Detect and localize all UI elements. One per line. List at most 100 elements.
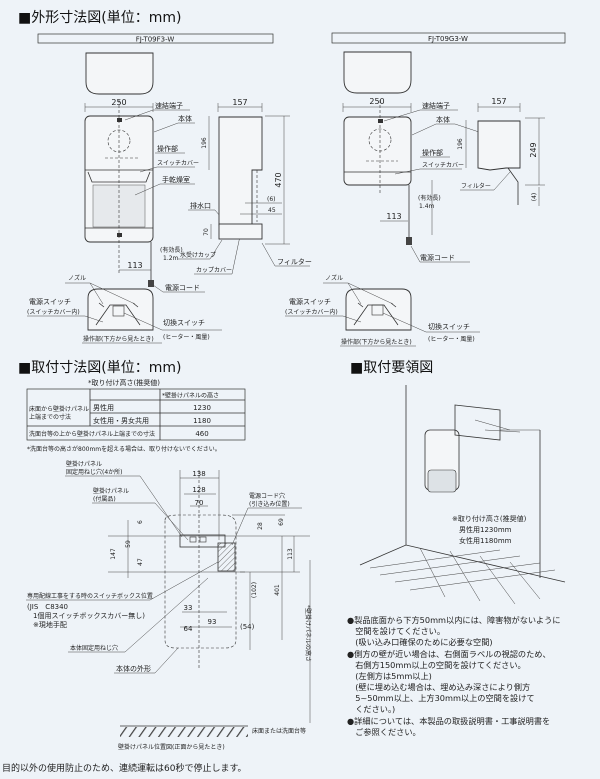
label-cord-length-value: 1.2m: [163, 255, 179, 262]
install-note-line: 5~50mm以上、上方30mm以上の空間を設けて: [347, 693, 535, 703]
label-jis-2: 1個用スイッチボックスカバー無し): [33, 611, 145, 620]
label-body: 本体: [436, 115, 450, 124]
label-switch-cover: スイッチカバー: [422, 162, 464, 169]
dim-113: 113: [127, 261, 142, 270]
dim-width: 250: [369, 97, 384, 106]
bottom-view-caption: 操作部(下方から見たとき): [83, 335, 154, 343]
install-note-line: ●側方の壁が近い場合は、右側面ラベルの視認のため、: [347, 649, 551, 659]
dim-70: 70: [203, 228, 210, 236]
dim-64: 64: [184, 625, 193, 633]
install-note-line: (左側方は5mm以上): [347, 671, 432, 681]
install-height-women: 女性用1180mm: [459, 536, 512, 545]
table-group-label: 床面から壁掛けパネル: [29, 405, 89, 413]
mounting-title: ■取付寸法図(単位：mm): [18, 360, 181, 376]
label-operation: 操作部: [422, 148, 443, 157]
label-terminal: 速結端子: [155, 101, 183, 110]
dim-33: 33: [184, 604, 193, 612]
mounting-note: *洗面台等の高さが800mmを超える場合は、取り付けないでください。: [27, 445, 221, 453]
label-panel-height: *壁掛けパネルの高さ: [304, 605, 312, 662]
label-cord-hole-2: (引き込み位置): [249, 500, 290, 508]
label-power-switch: 電源スイッチ: [29, 297, 71, 306]
label-jis-3: ※現地手配: [33, 620, 67, 629]
label-change-switch-sub: (ヒーター・風量): [428, 335, 475, 343]
right-front-view: [343, 116, 412, 186]
dim-196: 196: [201, 137, 208, 149]
left-model-drawing: FJ-T09F3-W 250 113 (有効長) 1.2m 速結端子 本体 操作…: [27, 33, 312, 344]
label-filter: フィルター: [277, 257, 312, 266]
outline-title: ■外形寸法図(単位：mm): [18, 10, 181, 26]
dim-470: 470: [274, 172, 283, 187]
install-illustration: ※取り付け高さ(推奨値) 男性用1230mm 女性用1180mm: [359, 385, 566, 605]
label-change-switch: 切換スイッチ: [428, 322, 470, 331]
panel-position-drawing: 138 128 70 6 147 59 47 28 69 113 (102) 4…: [26, 460, 312, 751]
install-note-line: 右側方150mm以上の空間を設けてください。: [347, 660, 526, 670]
panel-position-caption: 壁掛けパネル位置図(正面から見たとき): [118, 743, 225, 751]
label-switch-box: 専用配線工事をする時のスイッチボックス位置: [27, 592, 153, 600]
install-note-line: ●詳細については、本製品の取扱説明書・工事説明書を: [347, 716, 550, 726]
left-model-banner: [37, 33, 274, 44]
dim-249: 249: [529, 142, 538, 157]
dim-113: 113: [287, 548, 294, 560]
bottom-view-caption: 操作部(下方から見たとき): [341, 338, 412, 346]
label-screw-holes: 壁掛けパネル: [66, 460, 102, 468]
dim-69: 69: [278, 518, 285, 526]
table-basin-value: 460: [195, 430, 208, 438]
dim-28: 28: [257, 522, 264, 530]
install-notes: ●製品底面から下方50mm以内には、障害物がないように 空間を設けてください。 …: [347, 615, 560, 737]
label-floor: 床面または洗面台等: [252, 727, 306, 735]
label-panel: 壁掛けパネル: [93, 487, 129, 495]
left-model-name: FJ-T09F3-W: [136, 36, 175, 44]
right-top-view: [343, 51, 412, 94]
table-header: *壁掛けパネルの高さ: [162, 392, 219, 400]
label-body-screw: 本体固定用ねじ穴: [70, 644, 118, 652]
label-change-switch-sub: (ヒーター・風量): [163, 333, 210, 341]
table-row-value: 1180: [193, 417, 211, 425]
label-cup-cover: カップカバー: [196, 267, 232, 274]
label-cord-hole: 電源コード穴: [249, 492, 285, 500]
label-nozzle: ノズル: [68, 274, 86, 282]
dim-138: 138: [192, 470, 205, 478]
label-power-cord: 電源コード: [165, 283, 200, 292]
dim-70: 70: [195, 499, 204, 507]
label-power-switch-sub: (スイッチカバー内): [285, 308, 338, 316]
dim-6: (6): [267, 196, 276, 203]
install-note-line: ●製品底面から下方50mm以内には、障害物がないように: [347, 615, 560, 625]
left-top-view: [85, 52, 154, 95]
label-water-cup: 水受けカップ: [180, 251, 216, 259]
dim-59: 59: [125, 540, 132, 548]
dim-47: 47: [137, 558, 144, 566]
table-row-label: 女性用・男女共用: [93, 416, 149, 425]
label-operation: 操作部: [157, 144, 178, 153]
label-power-switch-sub: (スイッチカバー内): [27, 308, 80, 316]
label-change-switch: 切換スイッチ: [163, 318, 205, 327]
table-row-value: 1230: [193, 404, 211, 412]
right-model-drawing: FJ-T09G3-W 250 113 (有効長) 1.4m 速結端子 本体 操作…: [285, 32, 566, 347]
table-group-label-2: 上端までの寸法: [29, 413, 71, 421]
table-caption: *取り付け高さ(推奨値): [88, 378, 160, 387]
dim-54: (54): [240, 623, 255, 631]
dim-45: 45: [268, 207, 276, 214]
label-power-switch: 電源スイッチ: [289, 297, 331, 306]
dim-depth: 157: [232, 98, 247, 107]
install-height-men: 男性用1230mm: [459, 525, 512, 534]
label-power-cord: 電源コード: [420, 253, 455, 262]
install-note-line: ください。): [347, 704, 395, 714]
label-jis: (JIS C8340: [27, 603, 68, 611]
label-panel-2: (付属品): [93, 495, 116, 503]
install-note-line: (壁に埋め込む場合は、埋め込み深さにより側方: [347, 682, 530, 692]
label-filter: フィルター: [461, 182, 491, 190]
right-model-banner: [331, 32, 566, 44]
label-cord-length-value: 1.4m: [419, 203, 435, 210]
dim-196: 196: [457, 138, 464, 150]
dim-128: 128: [192, 486, 205, 494]
footer-note: 目的以外の使用防止のため、連続運転は60秒で停止します。: [2, 762, 247, 774]
dim-401: 401: [274, 584, 281, 596]
left-side-view: [218, 116, 263, 226]
label-nozzle: ノズル: [325, 274, 343, 282]
label-drying-room: 手乾燥室: [162, 175, 190, 184]
install-title: ■取付要領図: [350, 359, 433, 376]
label-body: 本体: [178, 114, 192, 123]
table-basin-label: 洗面台等の上から壁掛けパネル上端までの寸法: [29, 430, 155, 438]
dim-depth: 157: [491, 97, 506, 106]
